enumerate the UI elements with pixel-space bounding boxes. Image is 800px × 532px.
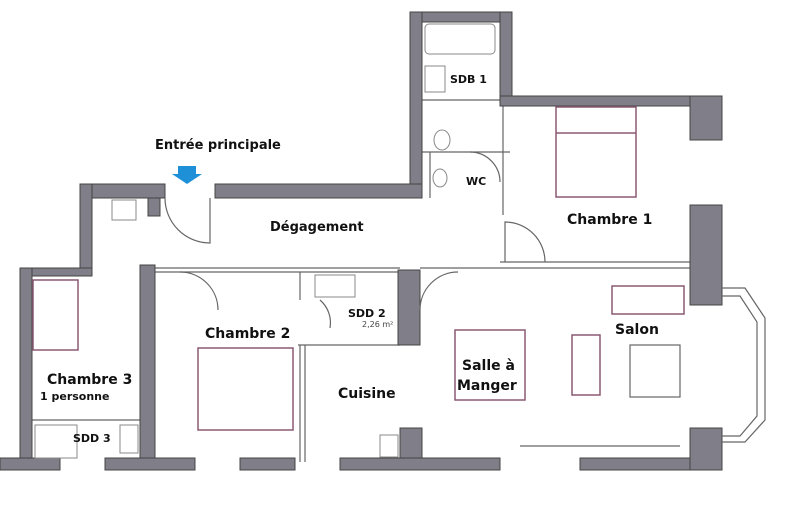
- sofa: [611, 285, 685, 315]
- coffee-table: [629, 344, 681, 398]
- entrance-arrow-icon: [172, 166, 202, 184]
- armchair: [571, 334, 601, 396]
- sdd2-area: 2,26 m²: [362, 320, 394, 329]
- room-label-chambre2: Chambre 2: [205, 326, 291, 342]
- room-label-sdd2: SDD 2: [348, 307, 386, 320]
- cuisine-sink: [379, 434, 399, 458]
- bathtub: [424, 23, 496, 55]
- bed-chambre3: [32, 279, 79, 351]
- room-label-cuisine: Cuisine: [338, 386, 396, 402]
- bed-chambre2: [197, 347, 294, 431]
- walls: [0, 11, 723, 471]
- toilet: [433, 129, 451, 151]
- door-swings: [164, 151, 546, 329]
- room-label-salle-a-manger-1: Salle à: [462, 358, 515, 374]
- room-label-entree: Entrée principale: [155, 138, 281, 153]
- room-label-sdd3: SDD 3: [73, 432, 111, 445]
- chambre3-note: 1 personne: [40, 390, 110, 403]
- room-label-chambre3: Chambre 3: [47, 372, 133, 388]
- interior-partitions: [32, 99, 690, 462]
- room-label-salon: Salon: [615, 322, 659, 338]
- dining-table: [454, 329, 526, 401]
- fixtures: [34, 23, 496, 459]
- furniture: [32, 106, 685, 447]
- sdd3-sink: [119, 424, 139, 454]
- wc-toilet: [432, 168, 448, 188]
- bed-chambre1: [555, 106, 637, 198]
- room-label-sdb1: SDB 1: [450, 73, 487, 86]
- bay-window: [722, 287, 766, 443]
- room-label-wc: WC: [466, 175, 487, 188]
- room-label-degagement: Dégagement: [270, 220, 364, 235]
- sdd2-sink: [314, 274, 356, 298]
- sink: [424, 65, 446, 93]
- room-label-chambre1: Chambre 1: [567, 212, 653, 228]
- entry-cabinet: [111, 199, 137, 221]
- room-label-salle-a-manger-2: Manger: [457, 378, 517, 394]
- sdd3-shower: [34, 424, 78, 459]
